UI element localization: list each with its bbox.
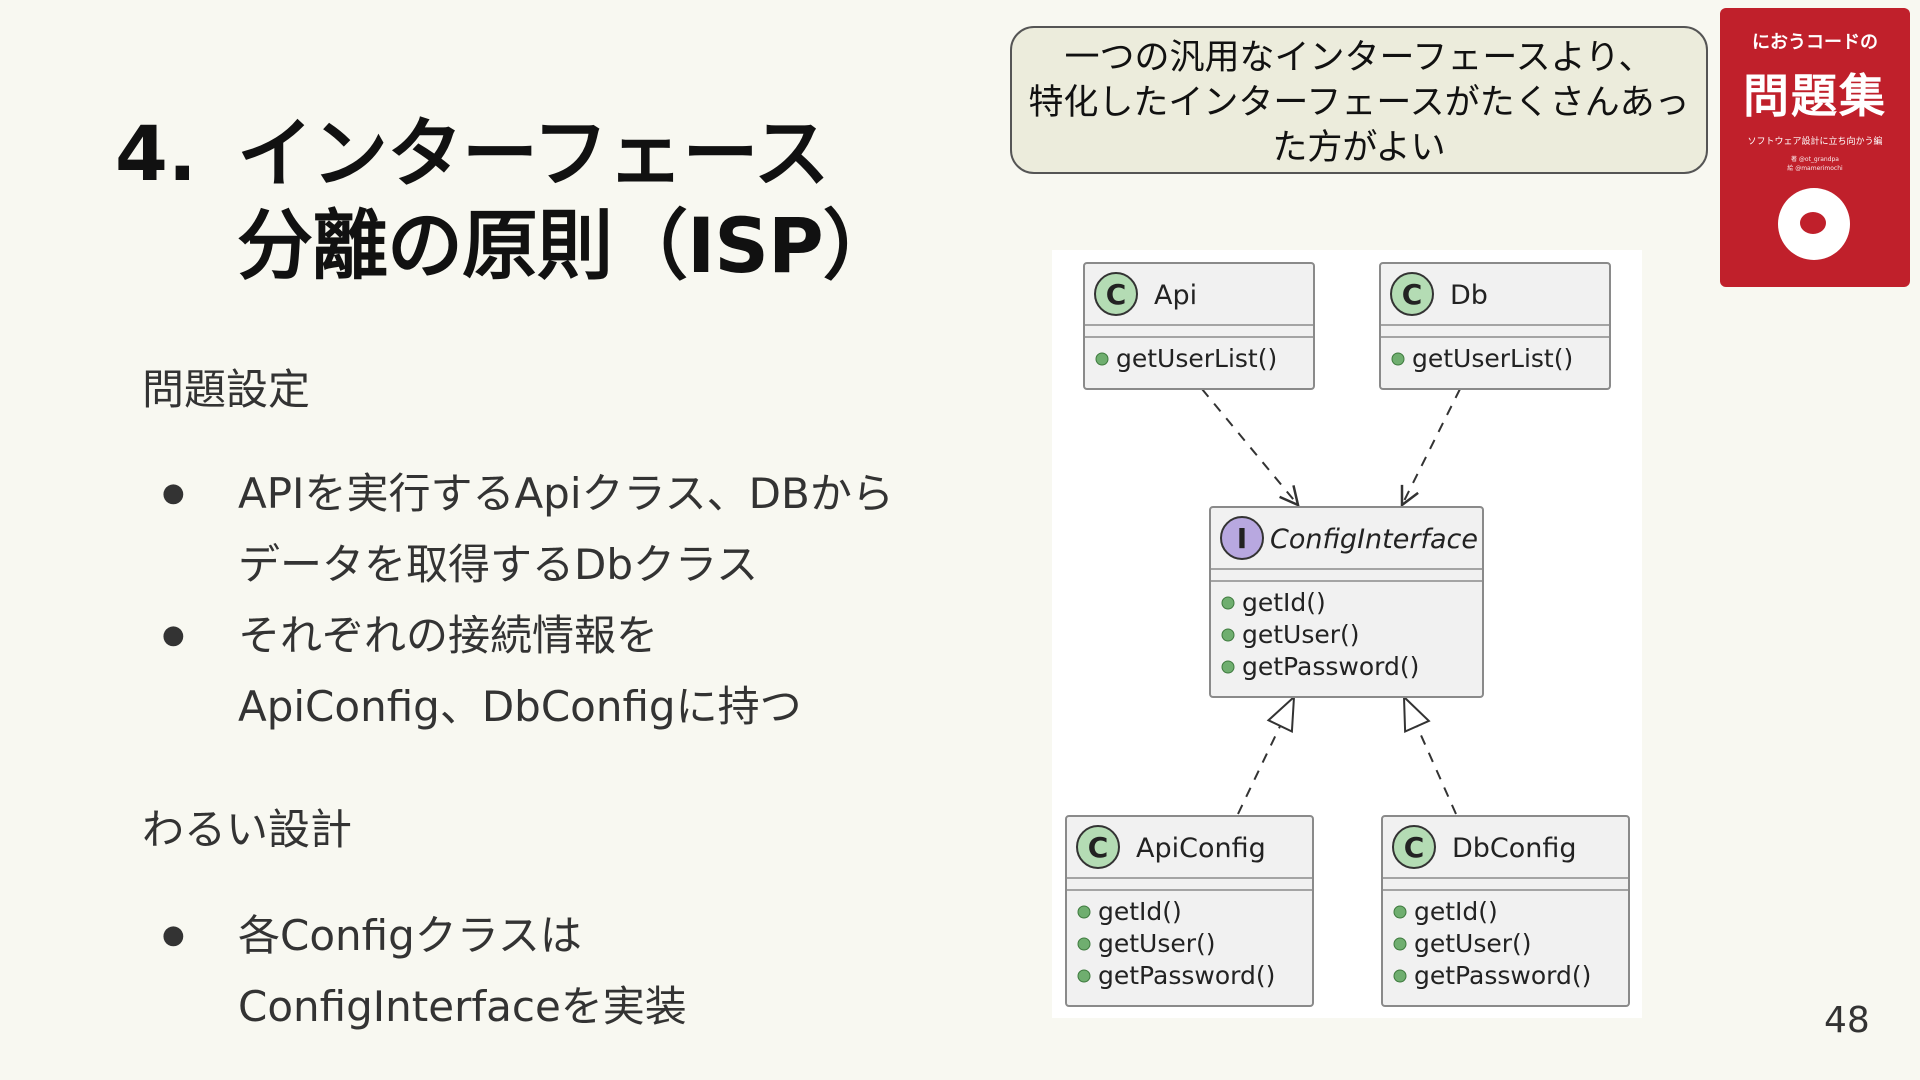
method-name: getPassword()	[1098, 961, 1275, 990]
book-top-label: におうコードの	[1720, 28, 1910, 54]
badge-letter: I	[1237, 522, 1247, 555]
title-line-1: インターフェース	[237, 108, 898, 200]
section-heading-bad-design: わるい設計	[142, 796, 352, 857]
public-method-icon	[1078, 970, 1090, 982]
method-name: getPassword()	[1414, 961, 1591, 990]
book-subtitle: ソフトウェア設計に立ち向かう編	[1720, 134, 1910, 147]
public-method-icon	[1222, 661, 1234, 673]
method-name: getId()	[1098, 897, 1182, 926]
bullet-line: それぞれの接続情報を	[238, 611, 658, 660]
method-name: getPassword()	[1242, 652, 1419, 681]
callout-box: 一つの汎用なインターフェースより、 特化したインターフェースがたくさんあっ た方…	[1010, 26, 1708, 174]
badge-letter: C	[1088, 831, 1109, 864]
badge-letter: C	[1404, 831, 1425, 864]
method-name: getUser()	[1242, 620, 1360, 649]
public-method-icon	[1394, 938, 1406, 950]
class-name: ConfigInterface	[1270, 524, 1478, 555]
bullet-line: ConfigInterfaceを実装	[238, 982, 687, 1031]
method-name: getUser()	[1414, 929, 1532, 958]
uml-svg: C Api getUserList() C Db getUserList() I Config…	[1052, 250, 1642, 1018]
public-method-icon	[1392, 353, 1404, 365]
book-cover: におうコードの 問題集 ソフトウェア設計に立ち向かう編 著 @ot_grandp…	[1720, 8, 1910, 287]
public-method-icon	[1096, 353, 1108, 365]
dependency-arrowhead	[1402, 485, 1418, 505]
book-authors: 著 @ot_grandpa 絵 @mamerimochi	[1720, 155, 1910, 173]
realization-arrowhead	[1404, 697, 1429, 732]
section-heading-problem: 問題設定	[142, 356, 310, 417]
mascot-icon	[1778, 188, 1850, 260]
realization-arrowhead	[1268, 697, 1294, 731]
bullet-line: データを取得するDbクラス	[238, 540, 758, 589]
bullet-line: 各Configクラスは	[238, 911, 582, 960]
method-name: getId()	[1242, 588, 1326, 617]
relation-line	[1202, 389, 1298, 505]
public-method-icon	[1394, 906, 1406, 918]
method-name: getUserList()	[1116, 344, 1277, 373]
badge-letter: C	[1402, 278, 1423, 311]
bullet-line: ApiConfig、DbConfigに持つ	[238, 682, 802, 731]
method-name: getId()	[1414, 897, 1498, 926]
public-method-icon	[1222, 629, 1234, 641]
book-title: 問題集	[1720, 60, 1910, 126]
slide-title: 4. インターフェース 分離の原則（ISP）	[115, 108, 898, 292]
method-name: getUserList()	[1412, 344, 1573, 373]
bullet-line: APIを実行するApiクラス、DBから	[238, 469, 894, 518]
bullet-item: それぞれの接続情報を ApiConfig、DbConfigに持つ	[160, 600, 894, 742]
public-method-icon	[1222, 597, 1234, 609]
title-number: 4.	[115, 108, 225, 200]
class-name: ApiConfig	[1136, 833, 1266, 864]
class-name: Api	[1154, 280, 1197, 311]
relation-line	[1402, 389, 1460, 505]
method-name: getUser()	[1098, 929, 1216, 958]
badge-letter: C	[1106, 278, 1127, 311]
public-method-icon	[1394, 970, 1406, 982]
bad-design-bullets: 各Configクラスは ConfigInterfaceを実装	[160, 900, 687, 1042]
page-number: 48	[1824, 1000, 1870, 1041]
class-name: DbConfig	[1452, 833, 1577, 864]
public-method-icon	[1078, 938, 1090, 950]
bullet-item: 各Configクラスは ConfigInterfaceを実装	[160, 900, 687, 1042]
title-line-2: 分離の原則（ISP）	[237, 200, 898, 292]
public-method-icon	[1078, 906, 1090, 918]
class-name: Db	[1450, 280, 1488, 311]
uml-diagram: C Api getUserList() C Db getUserList() I Config…	[1052, 250, 1642, 1018]
